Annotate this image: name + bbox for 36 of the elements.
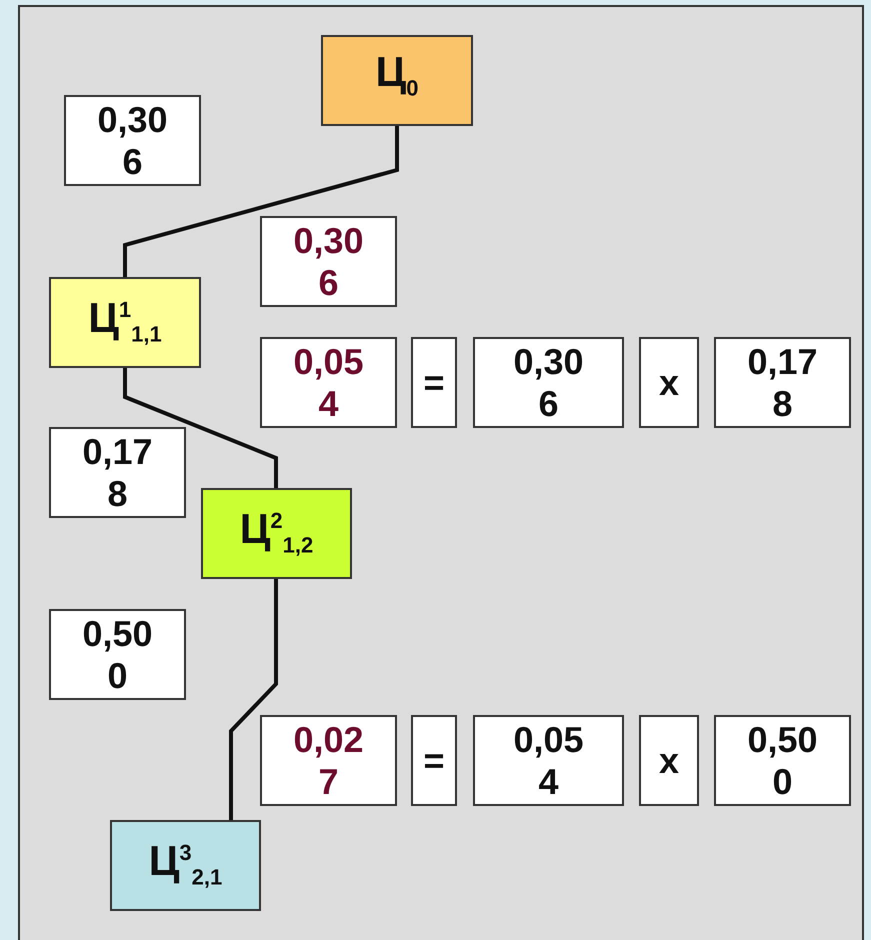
value-box	[49, 427, 186, 518]
value-box	[260, 715, 397, 806]
connector-line	[123, 126, 399, 277]
value-label: 0,027	[292, 718, 365, 802]
operator-box	[411, 337, 457, 428]
node-box	[201, 488, 352, 579]
operator-sign: =	[423, 740, 445, 782]
value-box	[64, 95, 201, 186]
value-box	[714, 715, 851, 806]
connector-line	[123, 368, 278, 488]
operator-sign: x	[658, 362, 680, 404]
value-label: 0,306	[512, 340, 585, 424]
value-label: 0,500	[746, 718, 819, 802]
value-box	[260, 216, 397, 307]
node-box	[110, 820, 261, 911]
value-label: 0,500	[81, 612, 154, 696]
value-label: 0,178	[81, 430, 154, 514]
value-box	[473, 715, 624, 806]
operator-box	[639, 337, 699, 428]
node-box	[49, 277, 201, 368]
value-label: 0,054	[292, 340, 365, 424]
value-label: 0,178	[746, 340, 819, 424]
connector-line	[229, 579, 278, 820]
node-box	[321, 35, 473, 126]
value-label: 0,054	[512, 718, 585, 802]
value-box	[714, 337, 851, 428]
operator-sign: =	[423, 362, 445, 404]
operator-box	[411, 715, 457, 806]
value-box	[260, 337, 397, 428]
node-label: Ц$_{0}$	[376, 50, 418, 103]
value-label: 0,306	[96, 98, 169, 182]
operator-sign: x	[658, 740, 680, 782]
operator-box	[639, 715, 699, 806]
value-box	[473, 337, 624, 428]
value-box	[49, 609, 186, 700]
value-label: 0,306	[292, 220, 365, 304]
